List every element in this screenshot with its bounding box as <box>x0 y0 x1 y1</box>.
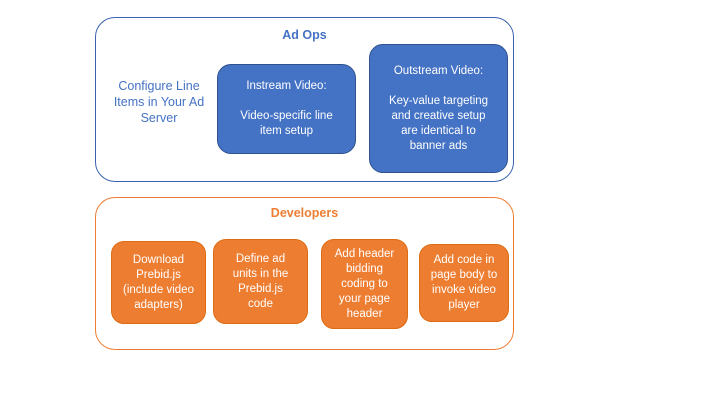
developers-group: Developers Download Prebid.js (include v… <box>95 197 514 350</box>
developer-step-download-prebid-box: Download Prebid.js (include video adapte… <box>111 241 206 324</box>
instream-video-box: Instream Video: Video-specific line item… <box>217 64 356 154</box>
developers-group-title: Developers <box>270 206 339 220</box>
developer-step-invoke-player-box: Add code in page body to invoke video pl… <box>419 244 509 322</box>
ad-ops-group-title: Ad Ops <box>282 28 327 42</box>
outstream-video-box: Outstream Video: Key-value targeting and… <box>369 44 508 173</box>
developer-step-define-ad-units-box: Define ad units in the Prebid.js code <box>213 239 308 324</box>
ad-ops-group: Ad Ops Configure Line Items in Your Ad S… <box>95 17 514 182</box>
ad-server-note: Configure Line Items in Your Ad Server <box>113 79 205 125</box>
developer-step-header-bidding-box: Add header bidding coding to your page h… <box>321 239 408 329</box>
